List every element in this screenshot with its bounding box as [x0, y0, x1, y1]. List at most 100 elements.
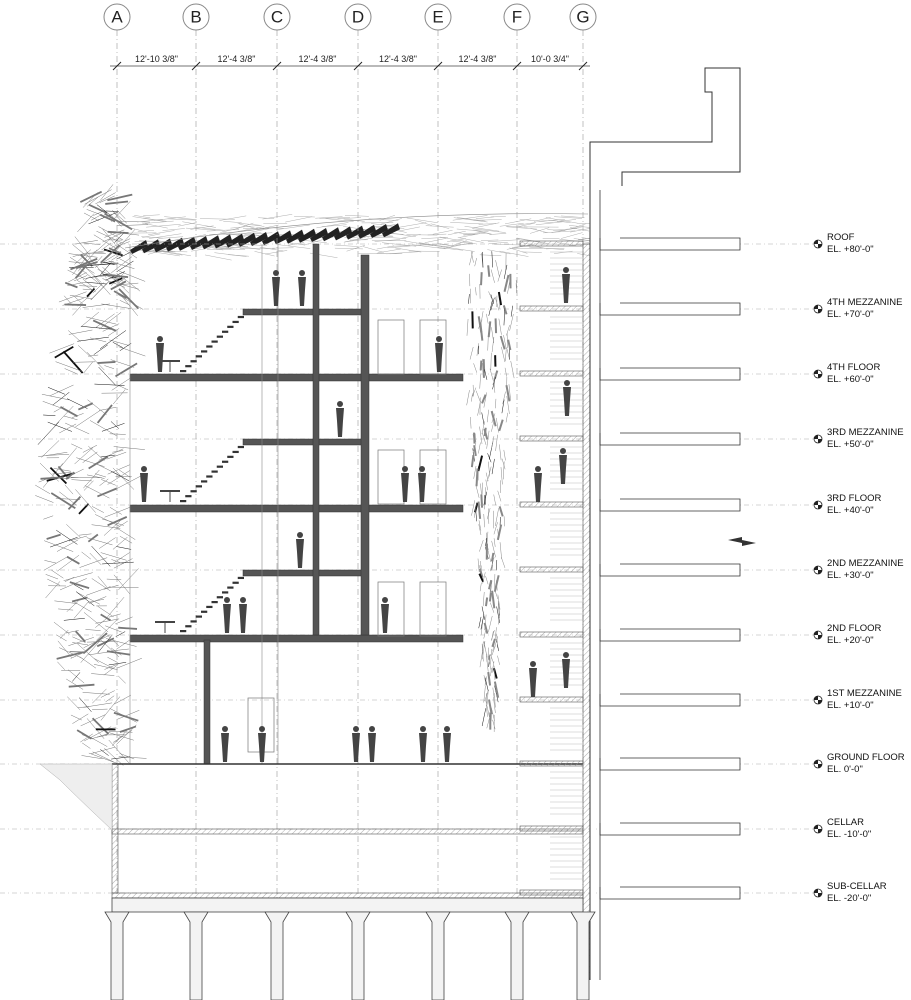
person-head [382, 597, 388, 603]
canopy-stroke [488, 242, 508, 244]
atrium-foliage-stroke [491, 638, 496, 648]
person-figure [368, 726, 376, 762]
atrium-foliage-stroke [504, 367, 507, 377]
atrium-foliage-stroke [498, 506, 504, 517]
facade-stroke [100, 552, 127, 561]
stair-tread [232, 320, 239, 324]
facade-stroke [59, 578, 87, 591]
roof-louver [250, 232, 268, 246]
atrium-foliage-stroke [510, 305, 513, 317]
neighbor-floor-slab [599, 822, 741, 836]
canopy-stroke [214, 252, 247, 257]
atrium-foliage-stroke [503, 264, 508, 279]
canopy-stroke [236, 222, 254, 229]
neighbor-floor-slab [599, 302, 741, 316]
atrium-foliage-stroke [475, 468, 479, 487]
facade-stroke [105, 695, 115, 703]
facade-stroke [107, 657, 118, 663]
canopy-stroke [387, 244, 422, 249]
canopy-stroke [447, 238, 466, 242]
grid-bubble-c [263, 3, 291, 31]
facade-stroke [68, 261, 91, 264]
facade-stroke [88, 211, 119, 225]
facade-stroke [56, 634, 67, 642]
stair-landing [519, 435, 584, 442]
level-marker-icon [813, 434, 823, 444]
stairs [180, 251, 582, 880]
level-elevation: EL. -20'-0" [827, 893, 871, 904]
canopy-stroke [209, 234, 240, 235]
facade-stroke [50, 492, 76, 510]
level-marker-fill [814, 566, 822, 574]
facade-stroke [96, 230, 122, 243]
canopy-stroke [421, 237, 449, 239]
facade-stroke [76, 729, 92, 740]
atrium-foliage-stroke [479, 540, 484, 552]
facade-stroke [71, 413, 84, 419]
person-body [563, 387, 571, 416]
canopy-stroke [287, 242, 305, 246]
facade-stroke [94, 276, 111, 295]
atrium-foliage-stroke [497, 655, 500, 665]
canopy-stroke [487, 249, 511, 255]
canopy-stroke [142, 222, 168, 229]
facade-stroke [77, 592, 100, 605]
person-head [436, 336, 442, 342]
facade-stroke [49, 343, 75, 354]
facade-stroke [101, 303, 132, 309]
facade-stroke [94, 658, 115, 670]
facade-stroke [77, 345, 91, 358]
facade-stroke [115, 362, 138, 378]
facade-stroke [72, 244, 85, 255]
person-body [443, 733, 451, 762]
atrium-foliage-stroke [491, 661, 495, 673]
atrium-foliage-stroke [480, 614, 485, 630]
level-elevation: EL. +50'-0" [827, 439, 874, 450]
person-head [273, 270, 279, 276]
atrium-foliage-stroke [505, 349, 507, 362]
canopy-stroke [554, 216, 583, 219]
canopy-stroke [463, 232, 484, 235]
facade-stroke [95, 192, 116, 205]
atrium-foliage-stroke [486, 508, 491, 520]
canopy-stroke [215, 247, 246, 250]
roof-louver [334, 226, 352, 241]
facade-stroke [110, 256, 133, 274]
facade-stroke [79, 557, 108, 568]
level-marker-fill [814, 370, 822, 378]
canopy-stroke [450, 222, 484, 225]
retaining-wall [111, 763, 119, 894]
person-body [221, 733, 229, 762]
facade-stroke [35, 484, 51, 494]
atrium-foliage-stroke [508, 384, 511, 401]
facade-stroke [109, 339, 130, 346]
facade-stroke [77, 336, 109, 342]
atrium-foliage-stroke [490, 297, 495, 311]
canopy-stroke [196, 245, 229, 249]
foundation [39, 763, 596, 1000]
facade-stroke [85, 586, 111, 596]
facade-stroke [62, 350, 84, 374]
facade-stroke [66, 524, 81, 538]
roof-louver [274, 230, 292, 245]
roof-louver [190, 236, 208, 250]
facade-stroke [108, 739, 129, 764]
canopy-stroke [453, 217, 488, 223]
person-head [297, 532, 303, 538]
canopy-stroke [447, 230, 466, 236]
atrium-foliage-stroke [470, 416, 472, 429]
canopy-stroke [254, 251, 275, 257]
facade-stroke [87, 196, 99, 207]
atrium-foliage-stroke [484, 487, 486, 496]
canopy-stroke [226, 232, 262, 235]
facade-stroke [118, 626, 138, 630]
person-figure [239, 597, 247, 633]
atrium-foliage-stroke [509, 314, 514, 331]
facade-stroke [90, 281, 109, 301]
facade-stroke [53, 406, 64, 413]
atrium-foliage-stroke [488, 592, 492, 602]
atrium-foliage-stroke [491, 540, 496, 558]
foundation-pier [570, 911, 596, 1000]
person-figure [221, 726, 229, 762]
level-marker-icon [813, 759, 823, 769]
